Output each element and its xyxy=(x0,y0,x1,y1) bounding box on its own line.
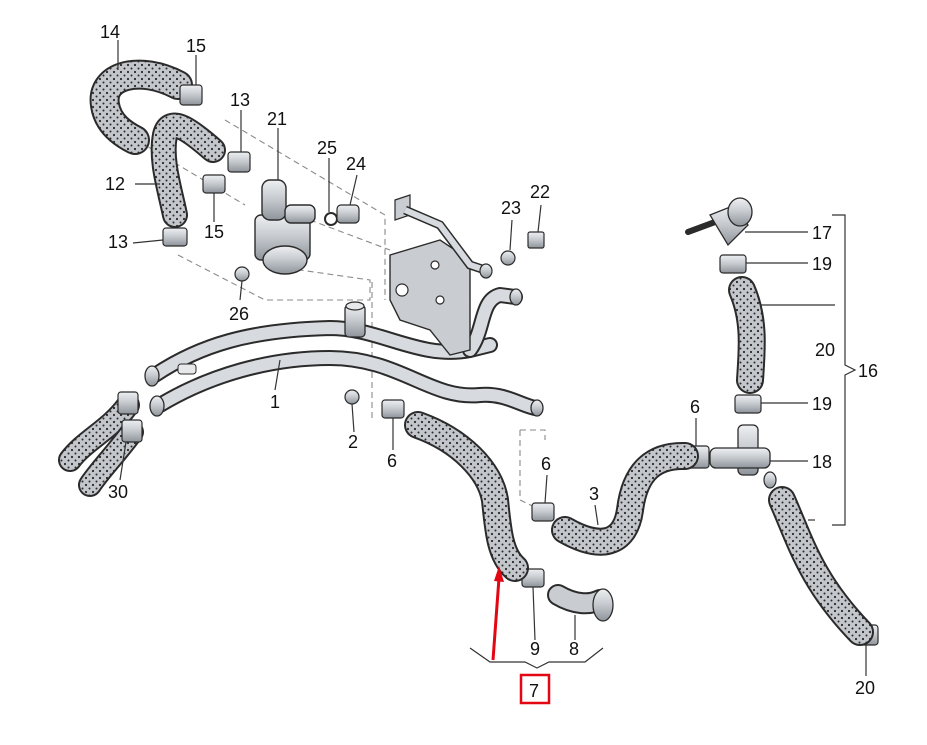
tee-part-18 xyxy=(709,424,777,489)
label-2[interactable]: 2 xyxy=(348,432,358,452)
highlight-pointer xyxy=(491,566,551,705)
label-14[interactable]: 14 xyxy=(100,22,120,42)
leader-lines xyxy=(117,40,867,676)
label-16[interactable]: 16 xyxy=(858,361,878,381)
label-21[interactable]: 21 xyxy=(267,109,287,129)
label-22[interactable]: 22 xyxy=(530,182,550,202)
label-23[interactable]: 23 xyxy=(501,198,521,218)
connector-part-17 xyxy=(685,197,753,247)
label-20-mid[interactable]: 20 xyxy=(815,340,835,360)
label-17[interactable]: 17 xyxy=(812,223,832,243)
label-15-mid[interactable]: 15 xyxy=(204,222,224,242)
elbow-part-8 xyxy=(547,584,614,622)
hose-part-20-lower xyxy=(768,486,874,646)
hose-part-30 xyxy=(58,391,144,497)
hose-part-12 xyxy=(150,112,226,228)
hose-part-14 xyxy=(89,59,193,155)
label-30[interactable]: 30 xyxy=(108,482,128,502)
label-7[interactable]: 7 xyxy=(529,681,539,701)
label-1[interactable]: 1 xyxy=(270,392,280,412)
label-9[interactable]: 9 xyxy=(530,639,540,659)
label-8[interactable]: 8 xyxy=(569,639,579,659)
label-6-left[interactable]: 6 xyxy=(387,451,397,471)
label-20-bottom[interactable]: 20 xyxy=(855,678,875,698)
label-26[interactable]: 26 xyxy=(229,304,249,324)
group-brackets xyxy=(469,214,857,669)
label-19-top[interactable]: 19 xyxy=(812,254,832,274)
label-24[interactable]: 24 xyxy=(346,154,366,174)
label-13-top[interactable]: 13 xyxy=(230,90,250,110)
label-15-top[interactable]: 15 xyxy=(186,36,206,56)
part-labels: 14 15 13 21 25 24 12 22 23 15 13 26 1 2 … xyxy=(100,22,878,701)
label-19-bottom[interactable]: 19 xyxy=(812,394,832,414)
label-18[interactable]: 18 xyxy=(812,452,832,472)
mounting-bracket xyxy=(389,194,493,356)
label-6-right[interactable]: 6 xyxy=(690,397,700,417)
label-6-mid[interactable]: 6 xyxy=(541,454,551,474)
hose-part-20-upper xyxy=(728,276,766,394)
coolant-pump-part-21 xyxy=(254,179,316,275)
small-fasteners xyxy=(234,204,545,405)
label-12[interactable]: 12 xyxy=(105,174,125,194)
highlight-box xyxy=(519,673,551,705)
hose-part-7 xyxy=(404,411,529,582)
label-13-bottom[interactable]: 13 xyxy=(108,232,128,252)
label-3[interactable]: 3 xyxy=(589,484,599,504)
hose-part-3 xyxy=(551,442,699,556)
label-25[interactable]: 25 xyxy=(317,138,337,158)
pipe-assembly-part-1 xyxy=(144,287,544,417)
